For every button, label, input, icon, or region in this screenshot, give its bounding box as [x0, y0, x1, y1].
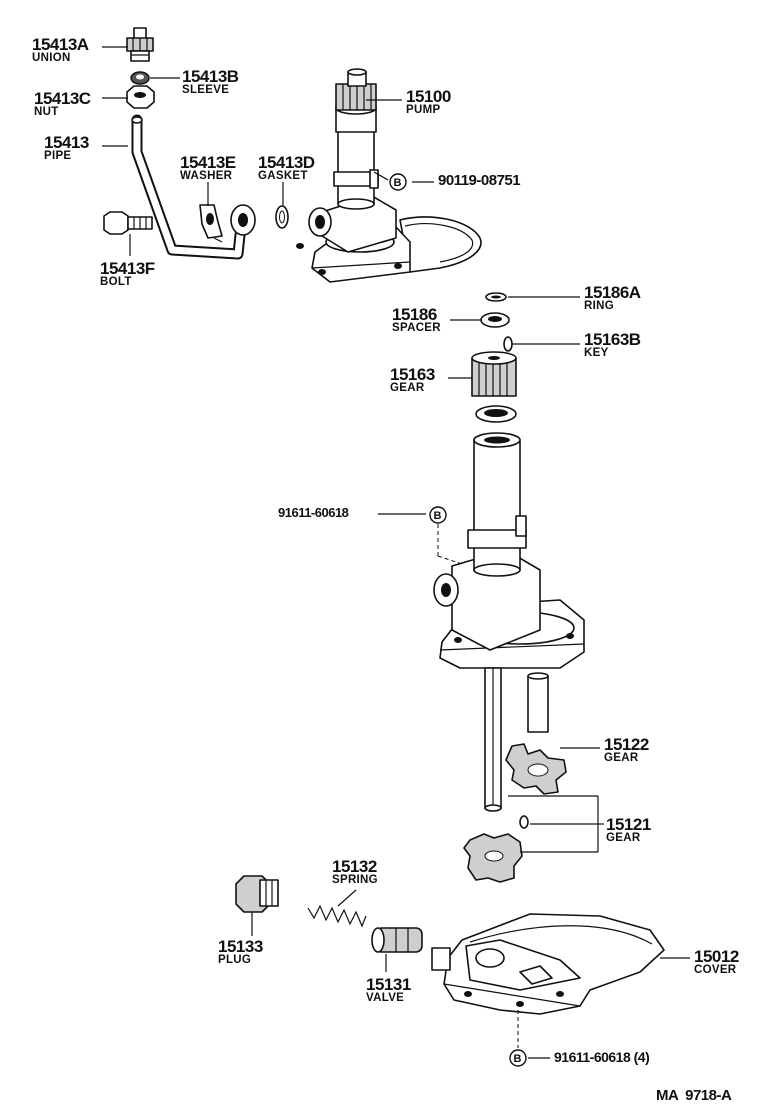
part-number: 15413	[44, 133, 89, 152]
label-15133: 15133 PLUG	[218, 938, 263, 967]
part-number: 15413F	[100, 259, 155, 278]
bolt-number: 91611-60618	[278, 505, 349, 520]
gasket-part	[275, 205, 289, 229]
plug-part	[235, 875, 279, 913]
part-name: SPACER	[392, 322, 441, 334]
part-name: GEAR	[606, 832, 641, 844]
part-name: PLUG	[218, 954, 252, 966]
label-15186: 15186 SPACER	[392, 306, 441, 335]
part-number: 15132	[332, 857, 377, 876]
part-name: RING	[584, 300, 614, 312]
part-name: BOLT	[100, 276, 132, 288]
label-15121: 15121 GEAR	[606, 816, 651, 845]
part-name: SLEEVE	[182, 84, 230, 96]
label-15122: 15122 GEAR	[604, 736, 649, 765]
label-15413e: 15413E WASHER	[180, 154, 236, 183]
label-bolt-91611: 91611-60618	[278, 505, 349, 520]
part-name: NUT	[34, 106, 59, 118]
part-name: GEAR	[604, 752, 639, 764]
drive-gear	[471, 351, 517, 397]
key-part	[503, 336, 513, 352]
part-number: 15413E	[180, 153, 236, 172]
part-number: 15100	[406, 87, 451, 106]
part-number: 15163	[390, 365, 435, 384]
part-name: UNION	[32, 52, 71, 64]
pump-pin	[527, 672, 549, 733]
label-15131: 15131 VALVE	[366, 976, 411, 1005]
label-15186a: 15186A RING	[584, 284, 641, 313]
part-name: WASHER	[180, 170, 233, 182]
pump-shaft	[484, 667, 502, 812]
leader-lines	[102, 46, 690, 1059]
part-number: 15012	[694, 947, 739, 966]
part-number: 15163B	[584, 330, 641, 349]
part-name: VALVE	[366, 992, 405, 1004]
part-name: GASKET	[258, 170, 308, 182]
part-name: COVER	[694, 964, 737, 976]
ring-part	[485, 292, 507, 302]
figure-code-text: MA 9718-A	[656, 1087, 732, 1104]
label-15413: 15413 PIPE	[44, 134, 89, 163]
part-name: SPRING	[332, 874, 378, 886]
bolt-marker-1: B	[389, 173, 407, 191]
bolt-number: 91611-60618 (4)	[554, 1049, 650, 1065]
label-bolt-90119: 90119-08751	[438, 172, 521, 189]
part-name: PIPE	[44, 150, 72, 162]
oil-pipe	[131, 114, 246, 260]
pump-assembly	[296, 68, 482, 283]
part-number: 15133	[218, 937, 263, 956]
driven-rotor-gear	[505, 743, 567, 795]
part-number: 15186	[392, 305, 437, 324]
bolt-number: 90119-08751	[438, 172, 521, 189]
label-15132: 15132 SPRING	[332, 858, 378, 887]
relief-valve	[371, 927, 423, 953]
pump-body	[433, 432, 585, 669]
label-15012: 15012 COVER	[694, 948, 739, 977]
svg-text:B: B	[394, 177, 402, 189]
part-name: PUMP	[406, 104, 441, 116]
part-number: 15413B	[182, 67, 239, 86]
drive-rotor-gear	[463, 815, 529, 883]
label-15413f: 15413F BOLT	[100, 260, 155, 289]
label-15163b: 15163B KEY	[584, 331, 641, 360]
nut-part	[126, 85, 155, 109]
part-number: 15413C	[34, 89, 91, 108]
label-15413d: 15413D GASKET	[258, 154, 315, 183]
label-15163: 15163 GEAR	[390, 366, 435, 395]
relief-spring	[307, 904, 367, 928]
figure-code: MA 9718-A	[656, 1087, 732, 1104]
bolt-marker-2: B	[429, 506, 447, 524]
part-number: 15122	[604, 735, 649, 754]
bolt-marker-3: B	[509, 1049, 527, 1067]
label-15100: 15100 PUMP	[406, 88, 451, 117]
part-number: 15413A	[32, 35, 89, 54]
gear-washer	[475, 405, 517, 423]
part-number: 15186A	[584, 283, 641, 302]
union-fitting	[126, 27, 154, 62]
pump-cover	[431, 913, 665, 1015]
part-number: 15413D	[258, 153, 315, 172]
part-name: KEY	[584, 347, 609, 359]
part-number: 15121	[606, 815, 651, 834]
label-15413b: 15413B SLEEVE	[182, 68, 239, 97]
part-number: 15131	[366, 975, 411, 994]
label-15413a: 15413A UNION	[32, 36, 89, 65]
label-15413c: 15413C NUT	[34, 90, 91, 119]
svg-text:B: B	[434, 510, 442, 522]
label-bolt-91611-4: 91611-60618 (4)	[554, 1049, 650, 1065]
part-name: GEAR	[390, 382, 425, 394]
sleeve-part	[130, 71, 150, 85]
pipe-banjo-end	[230, 204, 256, 236]
svg-text:B: B	[514, 1053, 522, 1065]
washer-part	[199, 204, 223, 243]
spacer-part	[480, 312, 510, 328]
banjo-bolt	[103, 211, 153, 235]
